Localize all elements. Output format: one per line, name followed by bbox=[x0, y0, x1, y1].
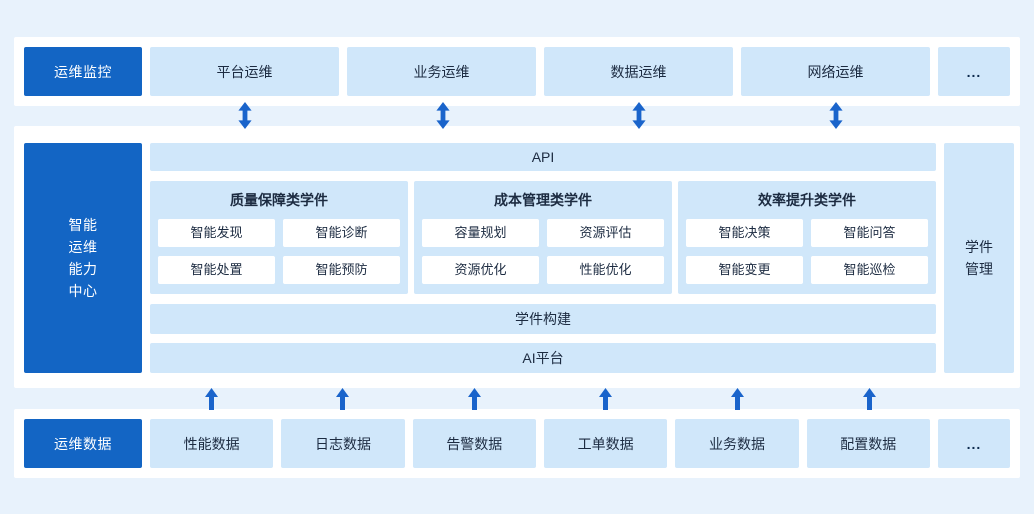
data-item-log: 日志数据 bbox=[281, 419, 405, 468]
up-arrow bbox=[863, 388, 876, 410]
capability-center-body: API 质量保障类学件 智能发现 智能诊断 智能处置 智能预防 成本管理类学件 … bbox=[150, 143, 936, 373]
data-row-label: 运维数据 bbox=[24, 419, 142, 468]
chip-resource-evaluation: 资源评估 bbox=[547, 219, 664, 247]
chip-intelligent-prevention: 智能预防 bbox=[283, 256, 400, 284]
data-item-ticket: 工单数据 bbox=[543, 419, 668, 468]
capability-center-card: 智能 运维 能力 中心 API 质量保障类学件 智能发现 智能诊断 智能处置 智… bbox=[14, 126, 1020, 388]
chip-capacity-planning: 容量规划 bbox=[422, 219, 539, 247]
up-arrow bbox=[599, 388, 612, 410]
chip-resource-optimization: 资源优化 bbox=[422, 256, 539, 284]
capability-center-label-lines: 智能 运维 能力 中心 bbox=[68, 217, 98, 299]
ai-platform-bar: AI平台 bbox=[150, 343, 936, 373]
chip-intelligent-discovery: 智能发现 bbox=[158, 219, 275, 247]
monitor-row-card: 运维监控 平台运维 业务运维 数据运维 网络运维 ... bbox=[14, 37, 1020, 106]
learnware-panels: 质量保障类学件 智能发现 智能诊断 智能处置 智能预防 成本管理类学件 容量规划… bbox=[150, 181, 936, 294]
monitor-more-box: ... bbox=[938, 47, 1010, 96]
api-bar: API bbox=[150, 143, 936, 171]
bidirectional-arrow bbox=[632, 102, 646, 129]
up-arrow bbox=[336, 388, 349, 410]
bidirectional-arrow bbox=[238, 102, 252, 129]
panel-efficiency-improvement: 效率提升类学件 智能决策 智能问答 智能变更 智能巡检 bbox=[678, 181, 936, 294]
bidirectional-arrow bbox=[436, 102, 450, 129]
up-arrow bbox=[205, 388, 218, 410]
panel-cost-management: 成本管理类学件 容量规划 资源评估 资源优化 性能优化 bbox=[414, 181, 672, 294]
learnware-management-column: 学件 管理 bbox=[944, 143, 1014, 373]
monitor-item-platform: 平台运维 bbox=[150, 47, 339, 96]
data-more-box: ... bbox=[937, 419, 1010, 468]
chip-intelligent-change: 智能变更 bbox=[686, 256, 803, 284]
monitor-row-label: 运维监控 bbox=[24, 47, 142, 96]
capability-center-label: 智能 运维 能力 中心 bbox=[24, 143, 142, 373]
monitor-item-data: 数据运维 bbox=[544, 47, 733, 96]
chip-intelligent-decision: 智能决策 bbox=[686, 219, 803, 247]
chip-intelligent-diagnosis: 智能诊断 bbox=[283, 219, 400, 247]
data-item-config: 配置数据 bbox=[806, 419, 930, 468]
monitor-item-network: 网络运维 bbox=[741, 47, 930, 96]
bidirectional-arrow bbox=[829, 102, 843, 129]
data-row-card: 运维数据 性能数据 日志数据 告警数据 工单数据 业务数据 配置数据 ... bbox=[14, 409, 1020, 478]
chip-intelligent-inspection: 智能巡检 bbox=[811, 256, 928, 284]
chip-intelligent-qa: 智能问答 bbox=[811, 219, 928, 247]
data-item-performance: 性能数据 bbox=[150, 419, 274, 468]
up-arrow bbox=[731, 388, 744, 410]
chip-performance-optimization: 性能优化 bbox=[547, 256, 664, 284]
monitor-item-business: 业务运维 bbox=[347, 47, 536, 96]
learnware-build-bar: 学件构建 bbox=[150, 304, 936, 334]
up-arrow bbox=[468, 388, 481, 410]
panel-quality-assurance: 质量保障类学件 智能发现 智能诊断 智能处置 智能预防 bbox=[150, 181, 408, 294]
data-item-alert: 告警数据 bbox=[412, 419, 536, 468]
chip-intelligent-handling: 智能处置 bbox=[158, 256, 275, 284]
data-item-business: 业务数据 bbox=[675, 419, 799, 468]
